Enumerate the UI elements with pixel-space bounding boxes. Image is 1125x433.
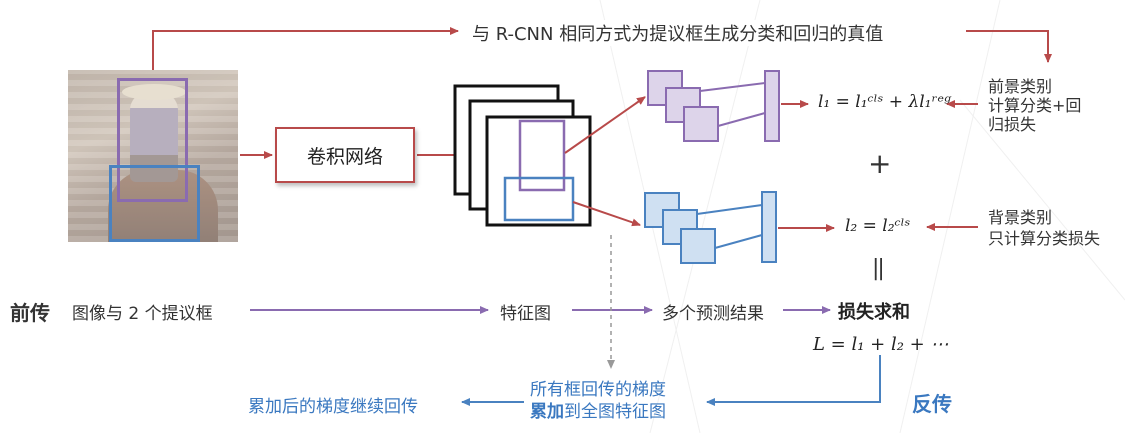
proposal-box-blue bbox=[109, 165, 200, 242]
head2-connect bbox=[696, 204, 763, 249]
backward-label: 反传 bbox=[912, 392, 952, 416]
conv-net-box: 卷积网络 bbox=[275, 127, 415, 183]
roi-to-head2-arrow bbox=[572, 201, 641, 227]
bg-note-line-1: 背景类别 bbox=[988, 208, 1053, 227]
grad-accumulate-note: 所有框回传的梯度 累加到全图特征图 bbox=[530, 379, 666, 423]
roi-to-head1-arrow bbox=[564, 96, 646, 154]
head2-fc bbox=[761, 191, 777, 263]
bg-note-line-2: 只计算分类损失 bbox=[988, 229, 1101, 248]
top-note-arrow-in bbox=[152, 27, 459, 78]
forward-label: 前传 bbox=[10, 301, 50, 325]
fg-note-line-2: 计算分类+回 bbox=[988, 96, 1082, 115]
top-note-arrow-out bbox=[966, 30, 1052, 63]
top-note: 与 R-CNN 相同方式为提议框生成分类和回归的真值 bbox=[468, 20, 888, 46]
total-loss-formula: L = l₁ + l₂ + ⋯ bbox=[813, 334, 949, 355]
fg-note-line-1: 前景类别 bbox=[988, 77, 1053, 96]
foreground-note: 前景类别 计算分类+回 归损失 bbox=[988, 77, 1081, 134]
input-image bbox=[68, 70, 238, 242]
plus-sign: + bbox=[868, 147, 892, 180]
feature-map-stack bbox=[453, 84, 592, 227]
loss-sum-label: 损失求和 bbox=[838, 302, 910, 323]
grad-line-2-rest: 到全图特征图 bbox=[564, 402, 666, 422]
predictions-label: 多个预测结果 bbox=[662, 304, 764, 324]
background-note: 背景类别 只计算分类损失 bbox=[988, 207, 1100, 249]
loss1-formula: l₁ = l₁ᶜˡˢ + λl₁ʳᵉᵍ bbox=[818, 92, 951, 112]
feature-roi-blue bbox=[503, 176, 575, 222]
equals-sign: || bbox=[872, 256, 885, 281]
forward-input-label: 图像与 2 个提议框 bbox=[72, 304, 213, 324]
proposal-box-purple bbox=[117, 78, 188, 202]
feature-map-label: 特征图 bbox=[500, 304, 551, 324]
head2-stack bbox=[644, 192, 716, 264]
head1-stack bbox=[647, 70, 719, 142]
backward-arrow-1 bbox=[706, 355, 881, 406]
grad-line-2: 累加到全图特征图 bbox=[530, 401, 666, 423]
grad-line-1: 所有框回传的梯度 bbox=[530, 380, 666, 400]
fg-note-line-3: 归损失 bbox=[988, 115, 1037, 134]
feature-roi-purple bbox=[518, 119, 566, 192]
grad-continue-label: 累加后的梯度继续回传 bbox=[248, 397, 418, 417]
loss2-formula: l₂ = l₂ᶜˡˢ bbox=[845, 216, 911, 236]
head1-fc bbox=[764, 70, 780, 142]
head1-connect bbox=[699, 82, 766, 127]
grad-bold: 累加 bbox=[530, 402, 564, 422]
